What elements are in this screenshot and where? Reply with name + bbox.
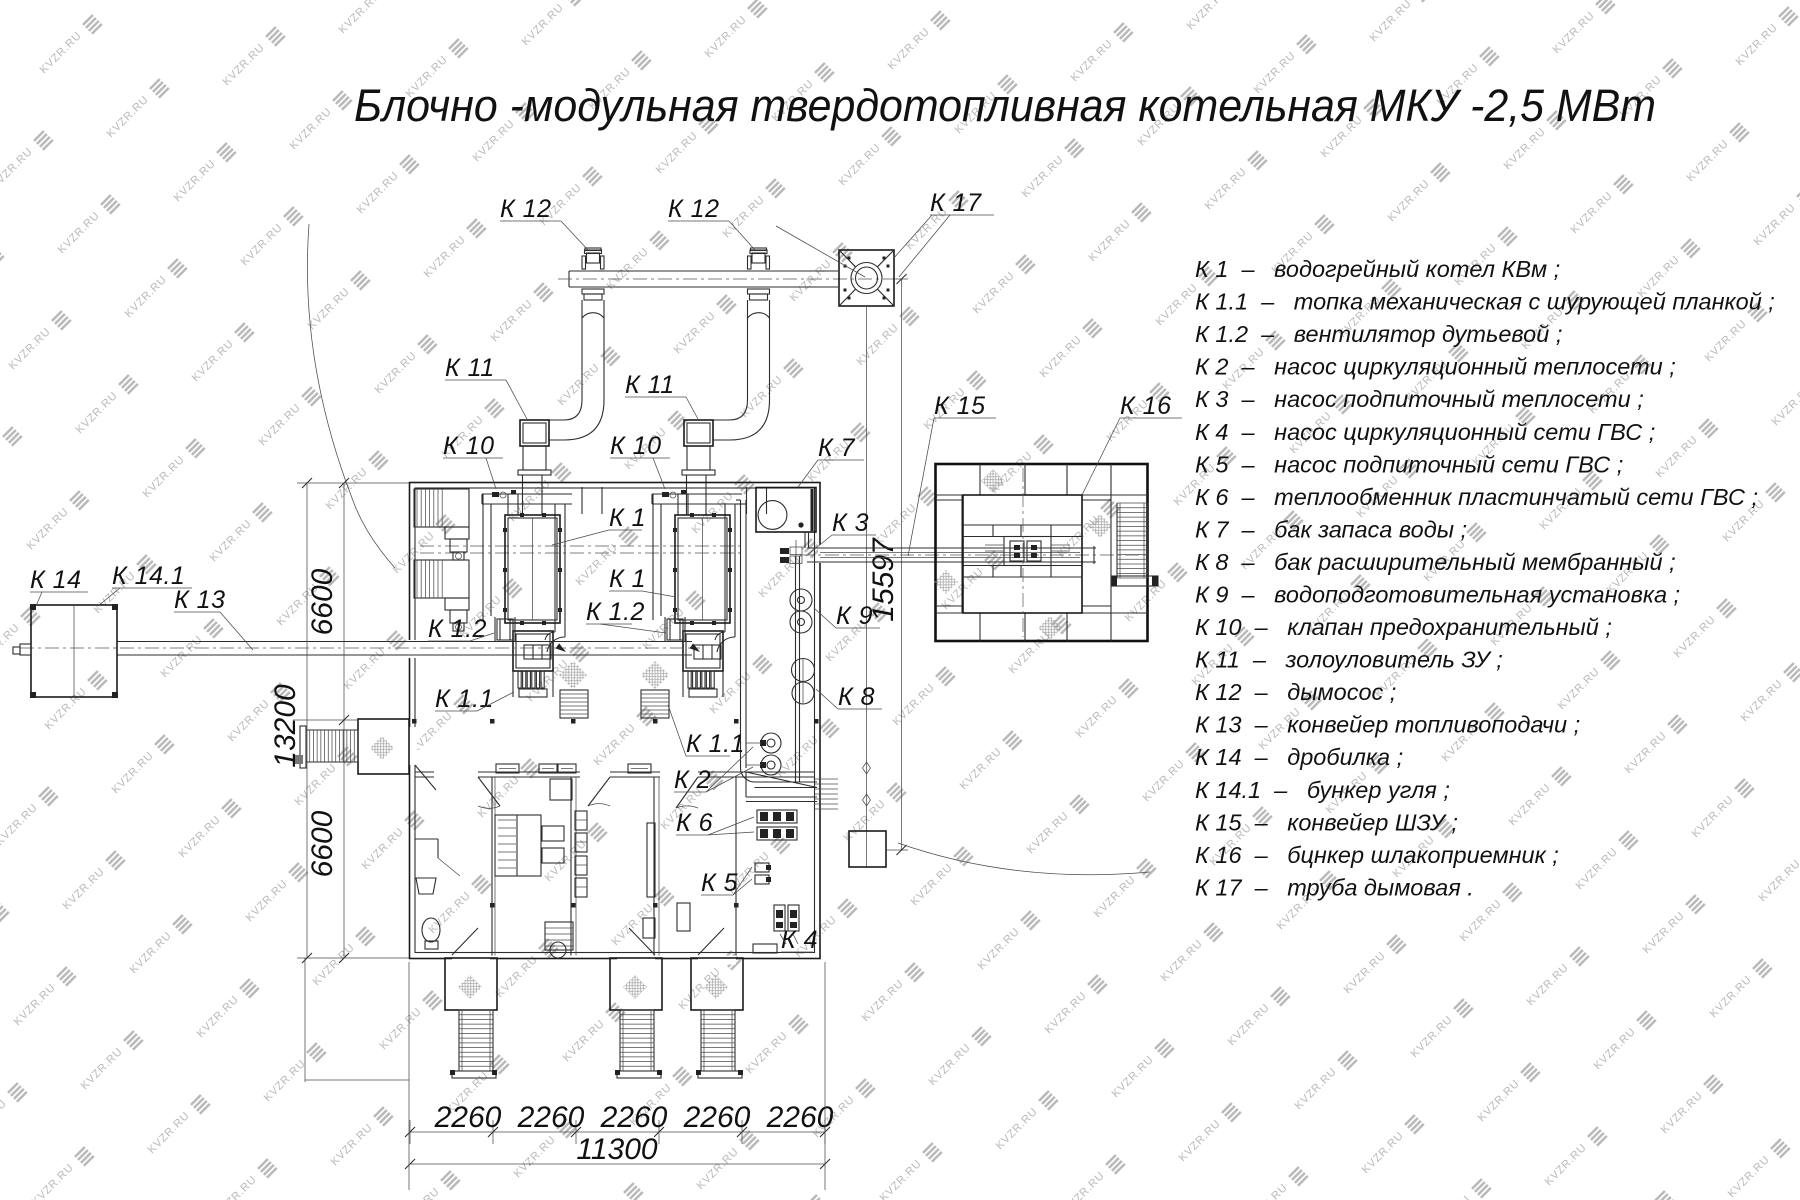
svg-text:Блочно -модульная твердотоплив: Блочно -модульная твердотопливная котель… bbox=[354, 80, 1656, 131]
svg-text:К 15 – конвейер ШЗУ ;: К 15 – конвейер ШЗУ ; bbox=[1195, 809, 1458, 835]
svg-text:К 8: К 8 bbox=[838, 683, 875, 711]
svg-text:К 6 – теплообменник пластин: К 6 – теплообменник пластинчатый сети ГВ… bbox=[1195, 484, 1758, 510]
svg-text:К 4 – насос циркуляционный: К 4 – насос циркуляционный сети ГВС ; bbox=[1195, 419, 1655, 445]
svg-text:К 13: К 13 bbox=[174, 586, 226, 614]
svg-text:11300: 11300 bbox=[576, 1133, 658, 1166]
svg-text:К 1.2: К 1.2 bbox=[586, 598, 645, 626]
svg-text:2260: 2260 bbox=[517, 1101, 585, 1134]
svg-text:К 10 – клапан предохранител: К 10 – клапан предохранительный ; bbox=[1195, 614, 1612, 640]
svg-text:К 16: К 16 bbox=[1120, 392, 1172, 420]
svg-text:К 14 – дробилка ;: К 14 – дробилка ; bbox=[1195, 744, 1403, 770]
svg-text:К 12: К 12 bbox=[500, 195, 552, 223]
svg-text:К 12: К 12 bbox=[668, 195, 720, 223]
svg-text:К 2: К 2 bbox=[674, 766, 711, 794]
svg-text:К 12 – дымосос ;: К 12 – дымосос ; bbox=[1195, 679, 1396, 705]
svg-text:6600: 6600 bbox=[306, 810, 339, 877]
svg-text:6600: 6600 bbox=[306, 568, 339, 635]
svg-text:К 9 – водоподготовительная: К 9 – водоподготовительная установка ; bbox=[1195, 582, 1680, 608]
svg-text:2260: 2260 bbox=[434, 1101, 502, 1134]
svg-text:К 1: К 1 bbox=[609, 565, 646, 593]
svg-text:К 14.1: К 14.1 bbox=[112, 562, 185, 590]
svg-text:15597: 15597 bbox=[867, 537, 900, 622]
svg-text:К 15: К 15 bbox=[934, 392, 986, 420]
svg-text:К 1.2: К 1.2 bbox=[428, 615, 487, 643]
svg-text:К 17 – труба дымовая .: К 17 – труба дымовая . bbox=[1195, 874, 1474, 900]
svg-text:К 14.1 – бункер угля ;: К 14.1 – бункер угля ; bbox=[1195, 777, 1450, 803]
svg-text:К 1 – водогрейный котел КВм: К 1 – водогрейный котел КВм ; bbox=[1195, 256, 1560, 282]
svg-text:К 16 – бцнкер шлакоприемник: К 16 – бцнкер шлакоприемник ; bbox=[1195, 842, 1559, 868]
svg-text:К 1.1: К 1.1 bbox=[686, 730, 745, 758]
svg-text:2260: 2260 bbox=[600, 1101, 668, 1134]
svg-text:К 2 – насос циркуляционный: К 2 – насос циркуляционный теплосети ; bbox=[1195, 354, 1676, 380]
svg-text:К 1.1: К 1.1 bbox=[435, 685, 494, 713]
svg-text:К 13 – конвейер топливопода: К 13 – конвейер топливоподачи ; bbox=[1195, 712, 1580, 738]
svg-text:К 1: К 1 bbox=[609, 504, 646, 532]
svg-text:К 11: К 11 bbox=[625, 371, 675, 399]
svg-text:К 1.2 – вентилятор дутьевой: К 1.2 – вентилятор дутьевой ; bbox=[1195, 321, 1562, 347]
svg-text:К 10: К 10 bbox=[443, 432, 495, 460]
svg-text:К 9: К 9 bbox=[836, 602, 873, 630]
svg-text:2260: 2260 bbox=[766, 1101, 834, 1134]
svg-text:К 7 – бак запаса воды ;: К 7 – бак запаса воды ; bbox=[1195, 516, 1467, 542]
svg-text:К 3 – насос подпиточный теп: К 3 – насос подпиточный теплосети ; bbox=[1195, 386, 1644, 412]
svg-text:К 8 – бак расширительный ме: К 8 – бак расширительный мембранный ; bbox=[1195, 549, 1676, 575]
svg-text:К 11 – золоуловитель ЗУ ;: К 11 – золоуловитель ЗУ ; bbox=[1195, 647, 1503, 673]
svg-text:К 1.1 – топка механическая: К 1.1 – топка механическая с шурующей пл… bbox=[1195, 289, 1775, 315]
svg-text:К 5: К 5 bbox=[701, 869, 738, 897]
svg-text:2260: 2260 bbox=[683, 1101, 751, 1134]
svg-text:К 14: К 14 bbox=[30, 566, 82, 594]
svg-text:К 3: К 3 bbox=[832, 509, 869, 537]
svg-text:К 10: К 10 bbox=[610, 432, 662, 460]
svg-text:К 6: К 6 bbox=[676, 809, 713, 837]
svg-text:К 17: К 17 bbox=[930, 189, 982, 217]
svg-text:К 5 – насос подпиточный сет: К 5 – насос подпиточный сети ГВС ; bbox=[1195, 451, 1623, 477]
svg-text:К 11: К 11 bbox=[445, 354, 495, 382]
svg-text:13200: 13200 bbox=[269, 684, 302, 768]
svg-text:К 7: К 7 bbox=[818, 434, 856, 462]
svg-text:К 4: К 4 bbox=[781, 926, 818, 954]
